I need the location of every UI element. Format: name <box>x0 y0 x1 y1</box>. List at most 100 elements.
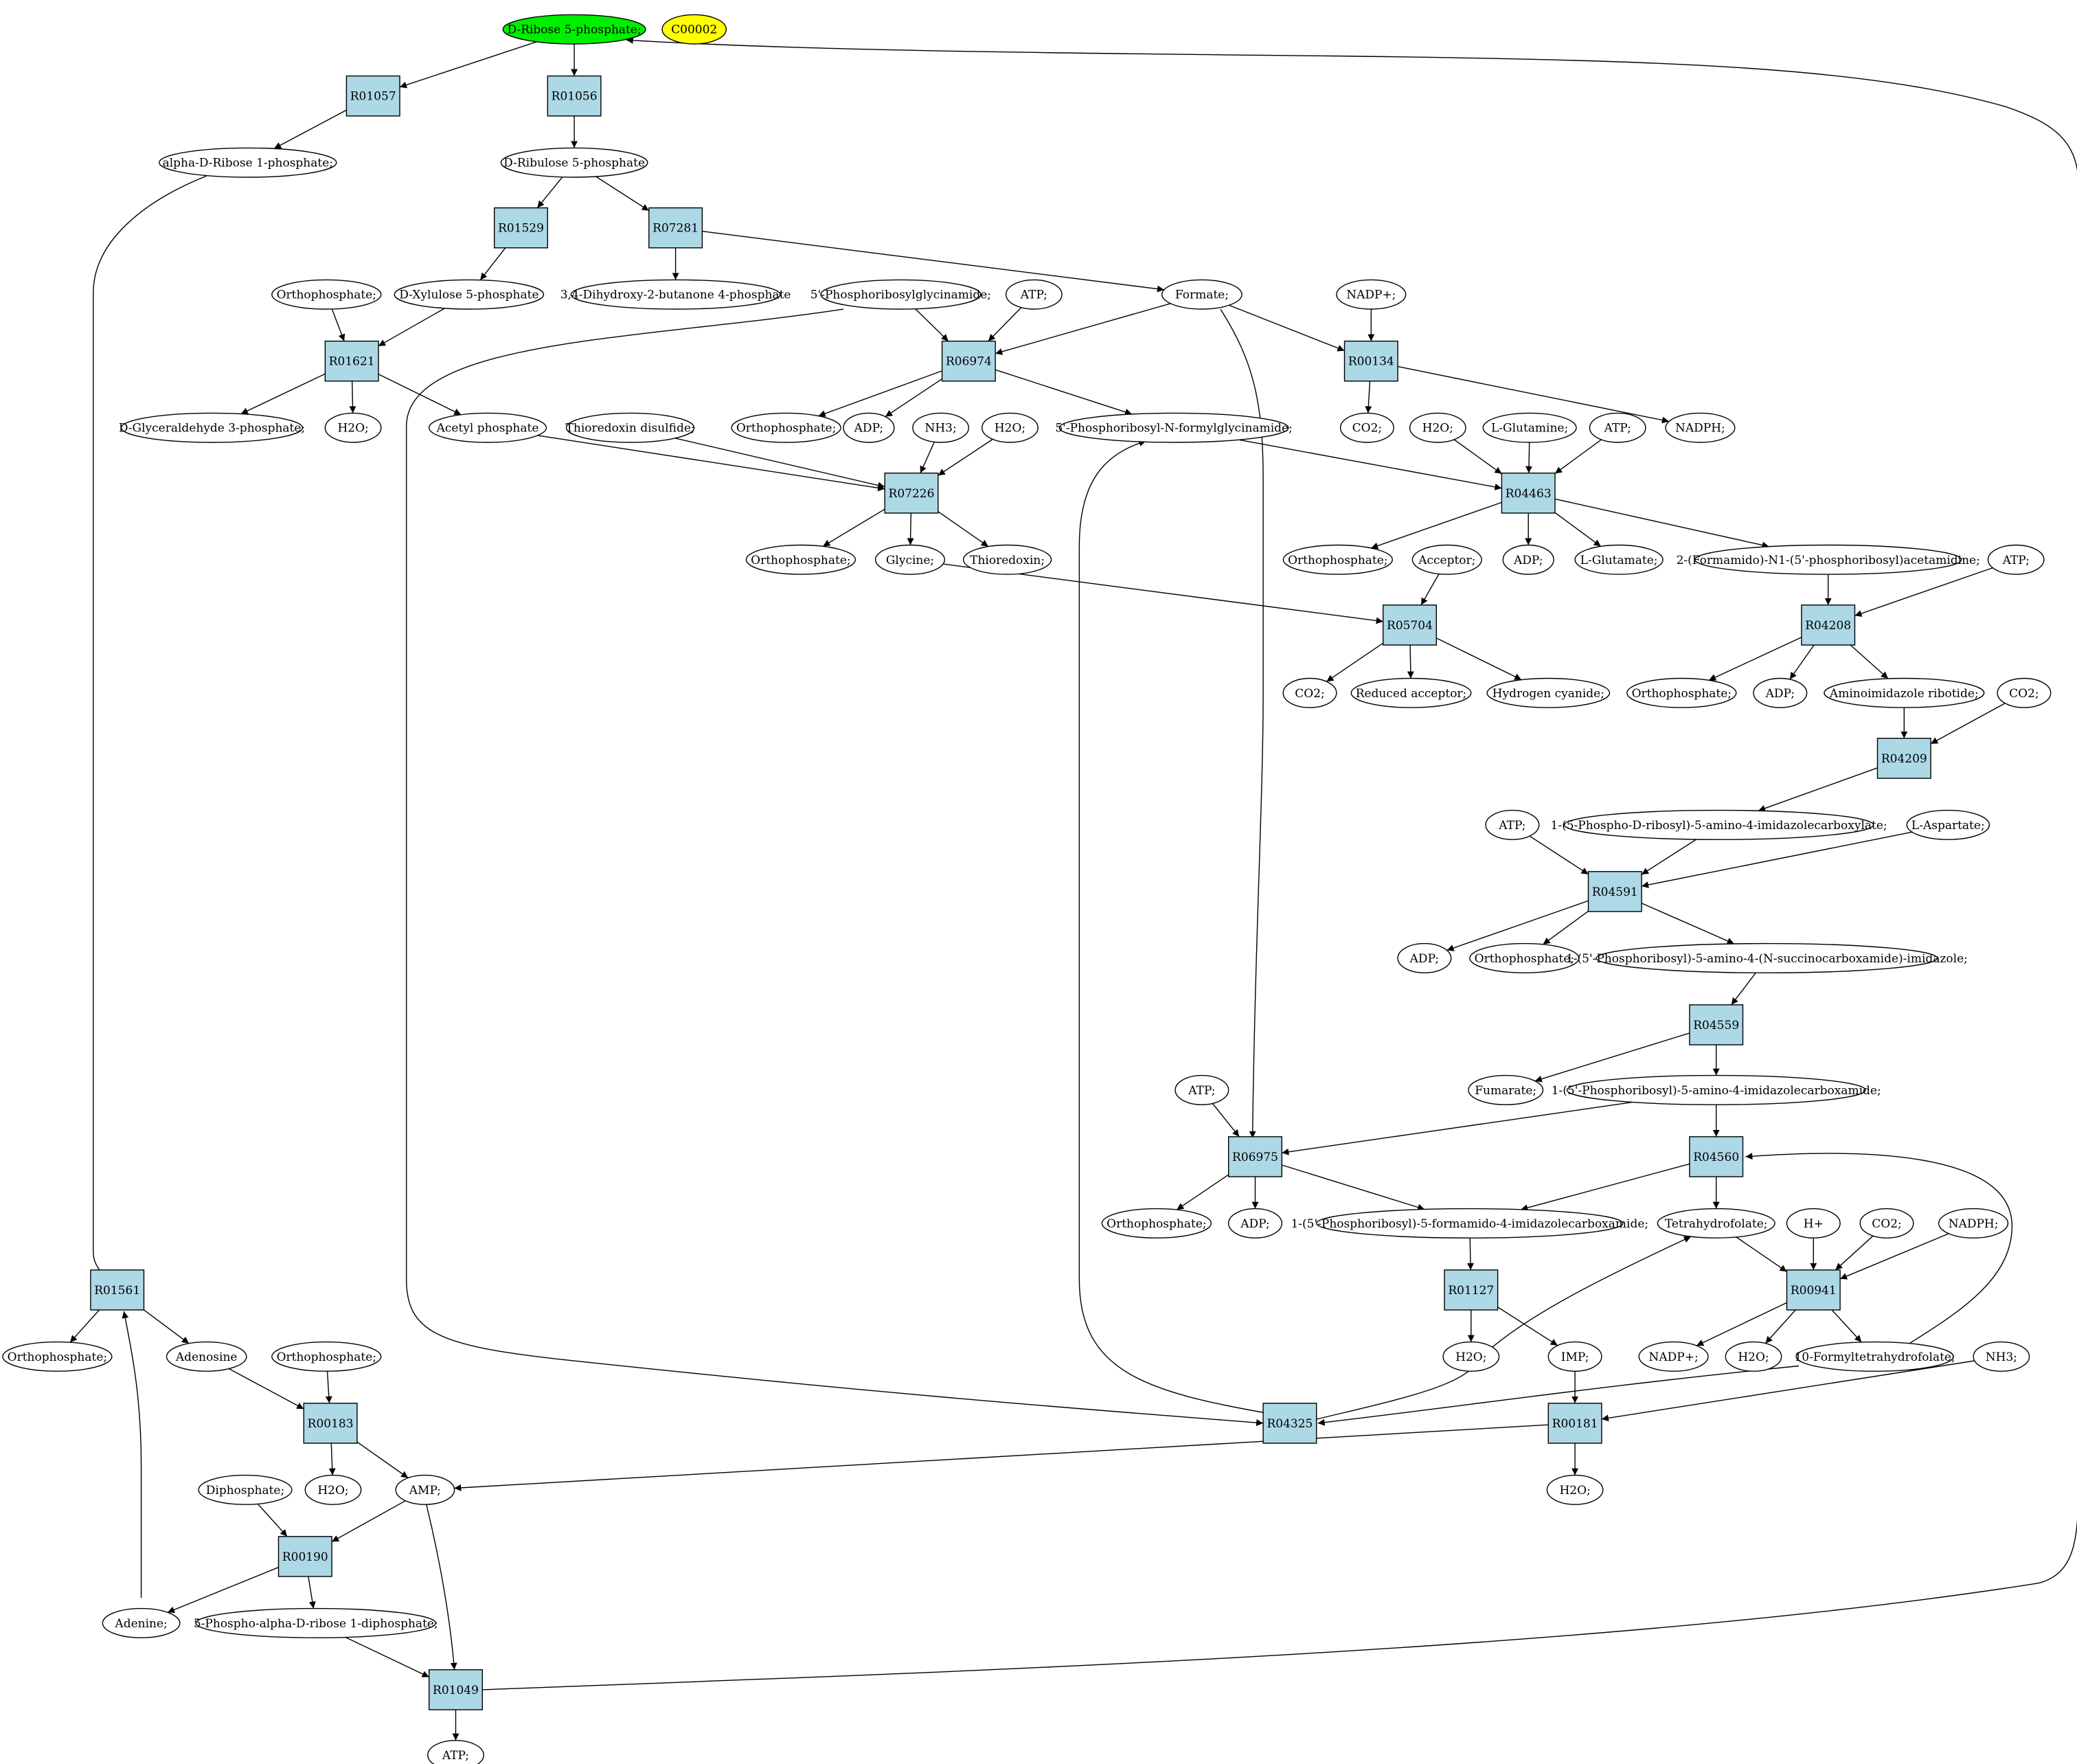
compound-node-c_hcn[interactable]: Hydrogen cyanide; <box>1486 677 1611 708</box>
compound-node-c_prpp[interactable]: 5-Phospho-alpha-D-ribose 1-diphosphate; <box>194 1607 438 1638</box>
reaction-node-r_R04591[interactable]: R04591 <box>1587 871 1642 912</box>
compound-node-c_h2o_e[interactable]: H2O; <box>1725 1341 1782 1372</box>
reaction-node-r_R04209[interactable]: R04209 <box>1876 738 1931 779</box>
reaction-node-r_R01561[interactable]: R01561 <box>90 1269 145 1311</box>
compound-node-c_nh3_a[interactable]: NH3; <box>912 412 970 443</box>
compound-node-c_co2_b[interactable]: CO2; <box>1282 677 1337 708</box>
compound-node-c_lasp[interactable]: L-Aspartate; <box>1906 809 1990 840</box>
compound-node-c_ortho_e[interactable]: Orthophosphate; <box>1626 677 1737 708</box>
compound-node-c_ortho_f[interactable]: Orthophosphate; <box>1469 942 1580 973</box>
compound-node-c_nadph_a[interactable]: NADPH; <box>1665 412 1736 443</box>
reaction-node-r_R06975[interactable]: R06975 <box>1227 1136 1282 1177</box>
compound-node-c_co2_d[interactable]: CO2; <box>1859 1208 1914 1239</box>
compound-node-c_adenosine[interactable]: Adenosine <box>166 1341 247 1372</box>
reaction-node-r_R04463[interactable]: R04463 <box>1501 473 1556 514</box>
compound-node-c_ortho_h[interactable]: Orthophosphate; <box>2 1341 113 1372</box>
compound-node-c_saicar[interactable]: 1-(5'-Phosphoribosyl)-5-amino-4-(N-succi… <box>1566 942 1968 973</box>
compound-node-c_c00002[interactable]: C00002 <box>661 14 727 45</box>
compound-node-c_ortho_c[interactable]: Orthophosphate; <box>745 544 856 575</box>
compound-node-c_prgly[interactable]: 5'-Phosphoribosylglycinamide; <box>810 279 991 310</box>
compound-node-c_adp_e[interactable]: ADP; <box>1227 1208 1282 1239</box>
compound-node-c_atp_f[interactable]: ATP; <box>427 1740 484 1764</box>
compound-node-c_aicar[interactable]: 1-(5'-Phosphoribosyl)-5-amino-4-imidazol… <box>1552 1074 1881 1105</box>
compound-node-c_aribose1p[interactable]: alpha-D-Ribose 1-phosphate; <box>159 147 337 178</box>
compound-node-c_dribulose5p[interactable]: D-Ribulose 5-phosphate <box>500 147 648 178</box>
compound-node-c_acetylp[interactable]: Acetyl phosphate <box>428 412 547 443</box>
reaction-node-r_R07281[interactable]: R07281 <box>648 207 703 249</box>
compound-node-c_glycine[interactable]: Glycine; <box>874 544 946 575</box>
compound-node-c_atp_c[interactable]: ATP; <box>1987 544 2045 575</box>
compound-node-c_adenine[interactable]: Adenine; <box>102 1607 181 1638</box>
reaction-node-r_R05704[interactable]: R05704 <box>1382 604 1437 646</box>
compound-node-c_cair[interactable]: 1-(5-Phospho-D-ribosyl)-5-amino-4-imidaz… <box>1551 809 1887 840</box>
compound-node-c_co2_c[interactable]: CO2; <box>1997 677 2052 708</box>
compound-node-c_ortho_b[interactable]: Orthophosphate; <box>731 412 841 443</box>
compound-node-c_imp[interactable]: IMP; <box>1547 1341 1602 1372</box>
compound-node-c_dxylulose5p[interactable]: D-Xylulose 5-phosphate <box>394 279 545 310</box>
compound-node-c_hplus[interactable]: H+ <box>1786 1208 1841 1239</box>
compound-node-c_nh3_b[interactable]: NH3; <box>1973 1341 2030 1372</box>
compound-node-c_h2o_a[interactable]: H2O; <box>324 412 382 443</box>
compound-node-c_ortho_d[interactable]: Orthophosphate; <box>1282 544 1394 575</box>
compound-node-c_fumarate[interactable]: Fumarate; <box>1468 1074 1544 1105</box>
reaction-node-r_R07226[interactable]: R07226 <box>884 473 939 514</box>
compound-node-c_adp_b[interactable]: ADP; <box>1502 544 1554 575</box>
reaction-node-r_R00183[interactable]: R00183 <box>303 1403 358 1444</box>
compound-node-c_g3p[interactable]: D-Glyceraldehyde 3-phosphate; <box>119 412 305 443</box>
reaction-node-r_R00190[interactable]: R00190 <box>277 1536 332 1577</box>
compound-node-c_lgln[interactable]: L-Glutamine; <box>1482 412 1577 443</box>
compound-node-c_atp_e[interactable]: ATP; <box>1174 1074 1229 1105</box>
compound-node-c_atp_b[interactable]: ATP; <box>1589 412 1646 443</box>
reaction-node-r_R00941[interactable]: R00941 <box>1786 1269 1841 1311</box>
compound-node-c_dhbp[interactable]: 3,4-Dihydroxy-2-butanone 4-phosphate <box>560 279 791 310</box>
reaction-node-r_R01127[interactable]: R01127 <box>1444 1269 1499 1311</box>
compound-node-c_ortho_g[interactable]: Orthophosphate; <box>1101 1208 1212 1239</box>
reaction-node-r_R06974[interactable]: R06974 <box>941 340 996 382</box>
compound-node-c_nadp_b[interactable]: NADP+; <box>1638 1341 1709 1372</box>
compound-node-c_nadp_a[interactable]: NADP+; <box>1336 279 1407 310</box>
edge-r_R01621-to-c_h2o_a <box>349 381 356 414</box>
compound-node-c_thf[interactable]: Tetrahydrofolate; <box>1657 1208 1775 1239</box>
compound-node-c_nadph_b[interactable]: NADPH; <box>1938 1208 2009 1239</box>
compound-node-c_lglu[interactable]: L-Glutamate; <box>1574 544 1664 575</box>
compound-node-c_fthf[interactable]: 10-Formyltetrahydrofolate; <box>1794 1341 1955 1372</box>
compound-node-c_fgam[interactable]: 2-(Formamido)-N1-(5'-phosphoribosyl)acet… <box>1677 544 1980 575</box>
reaction-node-r_R00181[interactable]: R00181 <box>1547 1403 1602 1444</box>
compound-node-c_atp_d[interactable]: ATP; <box>1485 809 1540 840</box>
reaction-node-r_R01621[interactable]: R01621 <box>324 340 379 382</box>
compound-node-c_atp_a[interactable]: ATP; <box>1006 279 1063 310</box>
compound-node-c_air[interactable]: Aminoimidazole ribotide; <box>1824 677 1985 708</box>
compound-node-c_fgar[interactable]: 5'-Phosphoribosyl-N-formylglycinamide; <box>1055 412 1293 443</box>
compound-node-c_ortho_a[interactable]: Orthophosphate; <box>271 279 382 310</box>
compound-node-c_acceptor[interactable]: Acceptor; <box>1411 544 1482 575</box>
compound-node-c_formate[interactable]: Formate; <box>1161 279 1242 310</box>
compound-node-c_co2_a[interactable]: CO2; <box>1339 412 1394 443</box>
compound-node-c_h2o_f[interactable]: H2O; <box>304 1474 362 1505</box>
reaction-node-r_R01529[interactable]: R01529 <box>494 207 549 249</box>
reaction-node-r_R00134[interactable]: R00134 <box>1343 340 1398 382</box>
reaction-box <box>1801 604 1856 646</box>
compound-node-c_adp_d[interactable]: ADP; <box>1397 942 1452 973</box>
reaction-node-r_R01057[interactable]: R01057 <box>345 75 400 117</box>
compound-node-c_faicar[interactable]: 1-(5'-Phosphoribosyl)-5-formamido-4-imid… <box>1291 1208 1648 1239</box>
compound-node-c_amp[interactable]: AMP; <box>395 1474 455 1505</box>
reaction-node-r_R04208[interactable]: R04208 <box>1801 604 1856 646</box>
compound-node-c_dribose5p[interactable]: D-Ribose 5-phosphate; <box>502 14 646 45</box>
compound-node-c_adp_a[interactable]: ADP; <box>843 412 895 443</box>
compound-node-c_h2o_b[interactable]: H2O; <box>981 412 1038 443</box>
compound-node-c_h2o_d[interactable]: H2O; <box>1442 1341 1500 1372</box>
compound-node-c_adp_c[interactable]: ADP; <box>1753 677 1808 708</box>
compound-node-c_trxss[interactable]: Thioredoxin disulfide; <box>566 412 695 443</box>
reaction-node-r_R04559[interactable]: R04559 <box>1689 1004 1744 1045</box>
compound-ellipse <box>195 1607 437 1638</box>
reaction-node-r_R04560[interactable]: R04560 <box>1689 1136 1744 1177</box>
reaction-node-r_R01049[interactable]: R01049 <box>429 1669 484 1710</box>
compound-node-c_h2o_c[interactable]: H2O; <box>1409 412 1466 443</box>
compound-node-c_diphos[interactable]: Diphosphate; <box>198 1474 293 1505</box>
compound-node-c_ortho_i[interactable]: Orthophosphate; <box>271 1341 382 1372</box>
compound-node-c_trx[interactable]: Thioredoxin; <box>962 544 1052 575</box>
reaction-node-r_R04325[interactable]: R04325 <box>1262 1403 1317 1444</box>
compound-node-c_redacc[interactable]: Reduced acceptor; <box>1350 677 1472 708</box>
reaction-node-r_R01056[interactable]: R01056 <box>547 75 602 117</box>
compound-node-c_h2o_g[interactable]: H2O; <box>1546 1474 1604 1505</box>
